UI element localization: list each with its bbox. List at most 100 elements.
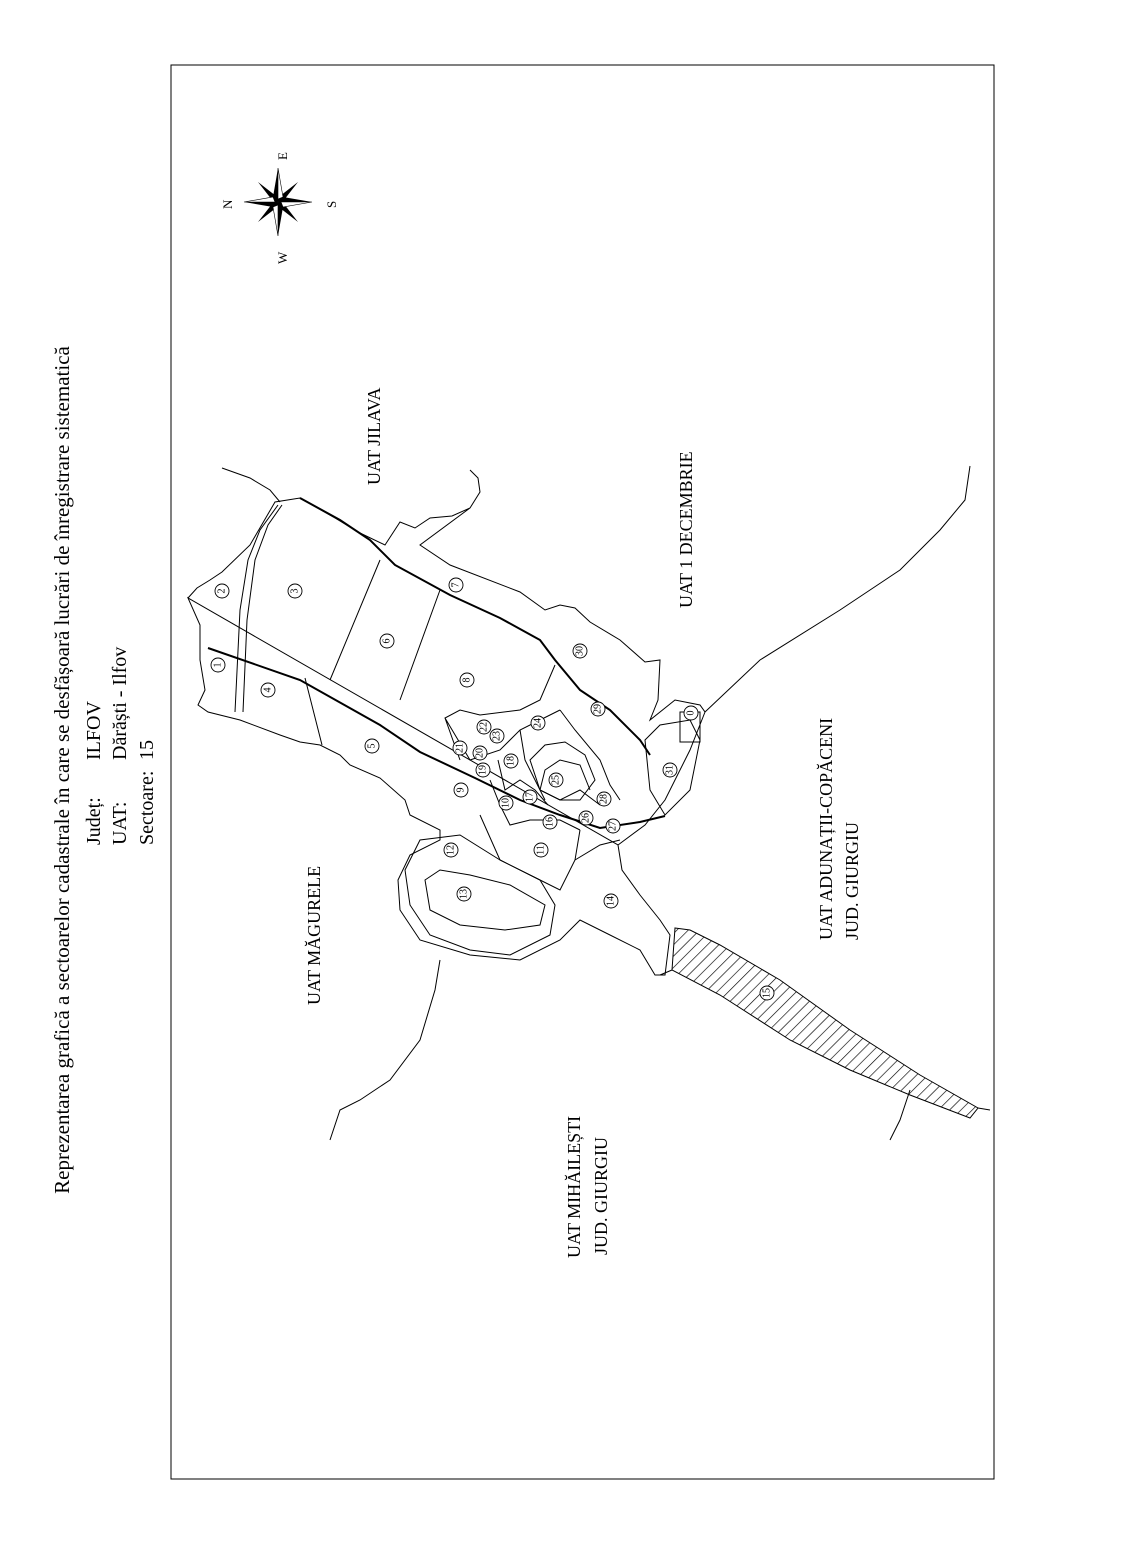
sector-marker-0: 0 (683, 705, 699, 721)
sector-marker-16: 16 (542, 814, 558, 830)
sectoare-value: 15 (136, 740, 158, 760)
sector-circle-11 (533, 842, 549, 858)
sector-marker-28: 28 (596, 791, 612, 807)
sector-number-7: 7 (451, 583, 462, 588)
sector-25-outline (529, 741, 596, 801)
sector-marker-24: 24 (530, 715, 546, 731)
sector-number-28: 28 (599, 794, 610, 804)
sector-number-29: 29 (593, 704, 604, 714)
sector-number-6: 6 (382, 639, 393, 644)
map-frame (170, 64, 995, 1480)
sector-number-12: 12 (446, 845, 457, 855)
outer-road-north (221, 467, 281, 503)
sector-number-13: 13 (459, 889, 470, 899)
sector-circle-23 (489, 728, 505, 744)
sector-marker-17: 17 (522, 789, 538, 805)
road-inner-2 (242, 504, 283, 713)
sector-boundaries (304, 559, 621, 891)
sector-marker-4: 4 (260, 682, 276, 698)
sector-marker-23: 23 (489, 728, 505, 744)
sector-marker-11: 11 (533, 842, 549, 858)
sector-number-1: 1 (213, 663, 224, 668)
sector-circle-20 (472, 745, 488, 761)
sector-marker-30: 30 (572, 643, 588, 659)
sector-marker-15: 15 (759, 985, 775, 1001)
compass-n: N (220, 199, 235, 209)
sector-marker-20: 20 (472, 745, 488, 761)
sector-circle-18 (503, 753, 519, 769)
sector-number-5: 5 (367, 744, 378, 749)
sector-13-outline (424, 869, 546, 931)
sector-circle-0 (683, 705, 699, 721)
sector-marker-19: 19 (475, 762, 491, 778)
sectoare-label: Sectoare: (136, 771, 158, 845)
sector-circle-12 (443, 842, 459, 858)
sector-circle-21 (452, 740, 468, 756)
sector-circle-28 (596, 791, 612, 807)
sector-circle-26 (578, 810, 594, 826)
sector-number-24: 24 (533, 718, 544, 728)
uat-1-decembrie-label: UAT 1 DECEMBRIE (676, 451, 696, 608)
sector-number-3: 3 (290, 589, 301, 594)
road-inner (234, 504, 279, 713)
sector-marker-1: 1 (210, 657, 226, 673)
sector-marker-7: 7 (448, 577, 464, 593)
sector-circle-13 (456, 886, 472, 902)
sector-number-26: 26 (581, 813, 592, 823)
uat-value: Dărăști - Ilfov (109, 647, 131, 760)
sector-number-8: 8 (462, 678, 473, 683)
sector-circle-14 (603, 893, 619, 909)
sector-circle-2 (214, 583, 230, 599)
sector-marker-9: 9 (453, 782, 469, 798)
sector-marker-8: 8 (459, 672, 475, 688)
sector-circle-24 (530, 715, 546, 731)
sector-15-area (671, 927, 979, 1119)
uat-label: UAT: (109, 802, 131, 845)
sector-circle-25 (548, 772, 564, 788)
sector-number-20: 20 (475, 748, 486, 758)
main-road (207, 647, 666, 830)
sector-number-14: 14 (606, 896, 617, 906)
sector-circle-17 (522, 789, 538, 805)
sector-marker-22: 22 (476, 719, 492, 735)
info-block: Județ: ILFOV UAT: Dărăști - Ilfov Sectoa… (83, 647, 158, 845)
sector-number-17: 17 (525, 792, 536, 802)
sector-number-15: 15 (762, 988, 773, 998)
map-title: Reprezentarea grafică a sectoarelor cada… (50, 345, 74, 1193)
uat-jilava-label: UAT JILAVA (364, 387, 384, 485)
sector-marker-27: 27 (605, 818, 621, 834)
sector-circle-27 (605, 818, 621, 834)
sector-circle-10 (498, 795, 514, 811)
sector-circle-16 (542, 814, 558, 830)
sector-marker-18: 18 (503, 753, 519, 769)
sector-marker-26: 26 (578, 810, 594, 826)
sector-15-edge (659, 969, 991, 1111)
uat-mihailesti-county: JUD. GIURGIU (591, 1137, 611, 1255)
sector-marker-3: 3 (287, 583, 303, 599)
outer-road-southeast (889, 1089, 911, 1141)
sector-circle-8 (459, 672, 475, 688)
sector-circle-3 (287, 583, 303, 599)
sector-number-0: 0 (686, 711, 697, 716)
sector-circle-5 (364, 738, 380, 754)
uat-adunatii-county: JUD. GIURGIU (842, 822, 862, 940)
sector-circle-19 (475, 762, 491, 778)
sector-circle-4 (260, 682, 276, 698)
territory-outline (186, 469, 706, 976)
compass-rose-icon (243, 167, 313, 237)
sector-number-23: 23 (492, 731, 503, 741)
sector-marker-31: 31 (662, 762, 678, 778)
sector-number-10: 10 (501, 798, 512, 808)
outer-road-south (329, 959, 441, 1141)
sector-marker-2: 2 (214, 583, 230, 599)
sector-number-25: 25 (551, 775, 562, 785)
sector-circle-6 (379, 633, 395, 649)
sector-12-outline (404, 834, 556, 956)
uat-mihailesti-label: UAT MIHĂILEȘTI (564, 1116, 584, 1258)
sector-circle-7 (448, 577, 464, 593)
sector-marker-10: 10 (498, 795, 514, 811)
sector-number-9: 9 (456, 788, 467, 793)
sector-circle-1 (210, 657, 226, 673)
